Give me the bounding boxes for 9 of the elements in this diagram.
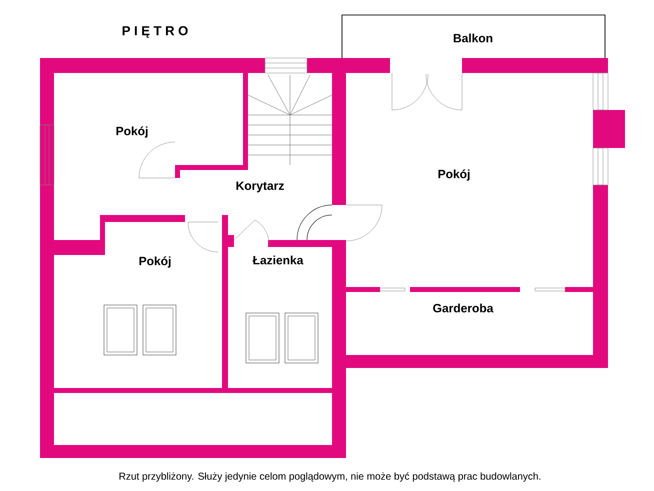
room-label: Pokój — [139, 256, 170, 268]
title: P I Ę T R O — [122, 26, 188, 38]
room-label: Pokój — [116, 126, 148, 138]
room-label: Garderoba — [433, 304, 494, 312]
room-label: Pokój — [438, 169, 470, 181]
caption: Rzut przybliżony. Służy jedynie celom poglądowym, nie może być podstawą prac budowlanych. — [120, 472, 540, 482]
room-label: Korytarz — [236, 182, 284, 192]
room-label: Łazienka — [252, 256, 304, 264]
room-label: Balkon — [454, 34, 492, 42]
